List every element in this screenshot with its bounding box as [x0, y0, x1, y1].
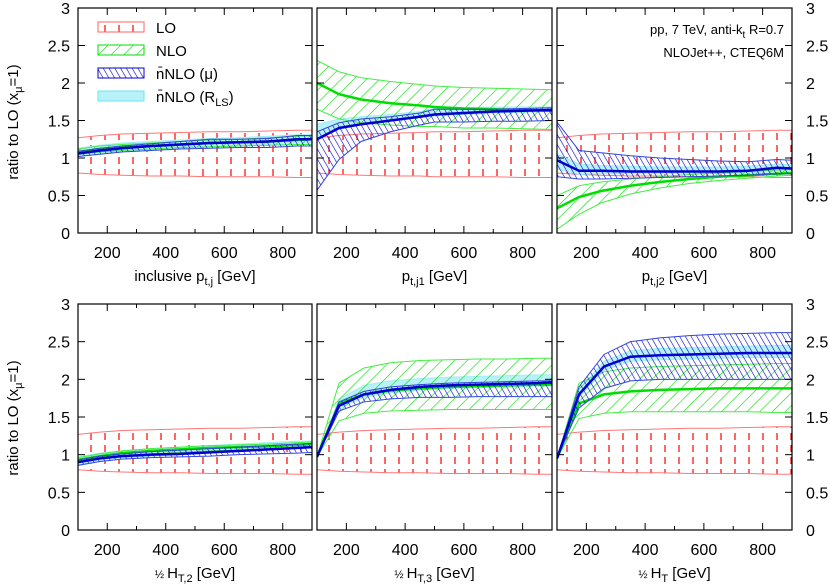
x-tick-label: 800 [269, 542, 296, 559]
x-axis-label: inclusive pt,j [GeV] [134, 268, 255, 288]
legend-item-nnlo-rls: n̄NLO (RLS) [97, 89, 234, 109]
x-tick-label: 800 [749, 542, 776, 559]
panel-bottom-middle: 200 400 600 800 ½ HT,3 [GeV] [316, 303, 553, 585]
x-tick-label: 200 [333, 542, 360, 559]
y-tick-label-right: 0.5 [806, 189, 828, 206]
legend-label-lo: LO [156, 20, 176, 37]
line-nnlo-mu [317, 108, 552, 141]
line-nnlo-mu [557, 159, 792, 173]
x-axis-label: ½ HT [GeV] [638, 565, 710, 585]
x-axis-label: ½ HT,2 [GeV] [155, 565, 235, 585]
x-tick-label: 800 [269, 245, 296, 262]
y-tick-label-right: 1.5 [806, 410, 828, 427]
y-tick-label: 1.5 [48, 410, 70, 427]
x-tick-label: 600 [211, 542, 238, 559]
y-tick-label: 2 [61, 76, 70, 93]
y-tick-label: 0.5 [48, 189, 70, 206]
legend-label-nnlo-mu: n̄NLO (μ) [156, 66, 218, 83]
panel-top-middle: 200 400 600 800 pt,j1 [GeV] [316, 7, 553, 288]
legend-swatch-nnlo-rls [97, 90, 145, 102]
line-nnlo-mu [78, 138, 312, 155]
y-tick-label-right: 3 [806, 297, 815, 314]
y-tick-label-right: 2 [806, 372, 815, 389]
line-nnlo-mu [317, 381, 552, 458]
y-tick-label-right: 2 [806, 76, 815, 93]
y-tick-label-right: 2.5 [806, 39, 828, 56]
x-tick-label: 600 [691, 542, 718, 559]
x-tick-label: 400 [152, 542, 179, 559]
y-tick-label: 1.5 [48, 114, 70, 131]
y-tick-label: 3 [61, 1, 70, 18]
y-axis-label-top: ratio to LO (xμ=1) [5, 64, 25, 179]
y-tick-label-right: 0 [806, 523, 815, 540]
x-axis-label: pt,j2 [GeV] [642, 268, 708, 288]
band-nnlo-mu [557, 332, 792, 459]
y-tick-label: 1 [61, 151, 70, 168]
legend: LO NLO n̄NLO (μ) n̄NLO (RLS) [97, 20, 234, 109]
x-tick-label: 400 [152, 245, 179, 262]
x-axis-label: pt,j1 [GeV] [402, 268, 468, 288]
legend-item-lo: LO [97, 20, 176, 37]
x-tick-label: 800 [509, 542, 536, 559]
x-tick-label: 200 [94, 542, 121, 559]
y-tick-label: 1 [61, 448, 70, 465]
legend-item-nlo: NLO [97, 43, 187, 60]
line-nnlo-mu [557, 351, 792, 459]
y-tick-label-right: 1.5 [806, 114, 828, 131]
band-lo [557, 426, 792, 475]
band-nnlo-mu [557, 121, 792, 180]
x-axis-label: ½ HT,3 [GeV] [394, 565, 474, 585]
x-tick-label: 200 [573, 542, 600, 559]
y-tick-label-right: 2.5 [806, 335, 828, 352]
panel-bottom-left: 0 0.5 1 1.5 2 2.5 3 200 400 600 800 ½ HT,2 [GeV] [48, 297, 313, 585]
legend-swatch-nlo [97, 44, 145, 56]
line-nnlo-mu [78, 445, 312, 464]
y-tick-label: 2 [61, 372, 70, 389]
legend-swatch-nnlo-mu [97, 67, 145, 79]
plot-frame [77, 303, 313, 531]
x-tick-label: 600 [451, 245, 478, 262]
x-tick-label: 800 [749, 245, 776, 262]
x-tick-label: 200 [573, 245, 600, 262]
panel-top-left: 0 0.5 1 1.5 2 2.5 3 200 400 600 800 inclusive pt,j … [48, 1, 313, 288]
y-tick-label: 2.5 [48, 335, 70, 352]
legend-label-nlo: NLO [156, 43, 187, 60]
line-nlo [557, 387, 792, 459]
y-tick-label-right: 0 [806, 226, 815, 243]
legend-item-nnlo-mu: n̄NLO (μ) [97, 66, 218, 83]
y-tick-label: 2.5 [48, 39, 70, 56]
x-tick-label: 600 [691, 245, 718, 262]
x-tick-label: 600 [451, 542, 478, 559]
band-nnlo-mu [317, 380, 552, 458]
y-tick-label: 0 [61, 523, 70, 540]
x-tick-label: 800 [509, 245, 536, 262]
y-tick-label-right: 3 [806, 1, 815, 18]
legend-label-nnlo-rls: n̄NLO (RLS) [156, 89, 234, 109]
panel-top-right: 0 0.5 1 1.5 2 2.5 3 200 400 600 800 pt,j2 [GeV] [556, 1, 828, 288]
band-nnlo-mu [317, 107, 552, 192]
band-lo [317, 129, 552, 178]
y-tick-label: 0.5 [48, 485, 70, 502]
panel-bottom-right: 0 0.5 1 1.5 2 2.5 3 200 400 600 800 ½ HT [GeV] [556, 297, 828, 585]
x-tick-label: 400 [632, 542, 659, 559]
x-tick-label: 200 [333, 245, 360, 262]
x-tick-label: 400 [632, 245, 659, 262]
y-tick-label-right: 1 [806, 151, 815, 168]
y-tick-label: 0 [61, 226, 70, 243]
overlay-group: ratio to LO (xμ=1) ratio to LO (xμ=1) pp… [5, 20, 784, 476]
y-tick-label-right: 0.5 [806, 485, 828, 502]
legend-swatch-lo [97, 21, 145, 33]
x-tick-label: 600 [211, 245, 238, 262]
x-tick-label: 200 [94, 245, 121, 262]
x-tick-label: 400 [392, 245, 419, 262]
y-axis-label-bottom: ratio to LO (xμ=1) [5, 360, 25, 475]
band-lo [317, 426, 552, 475]
y-tick-label: 3 [61, 297, 70, 314]
x-tick-label: 400 [392, 542, 419, 559]
annotation-line1: pp, 7 TeV, anti-kt R=0.7 [650, 22, 784, 41]
annotation-line2: NLOJet++, CTEQ6M [663, 45, 784, 60]
y-tick-label-right: 1 [806, 448, 815, 465]
plot-frame [77, 7, 313, 234]
